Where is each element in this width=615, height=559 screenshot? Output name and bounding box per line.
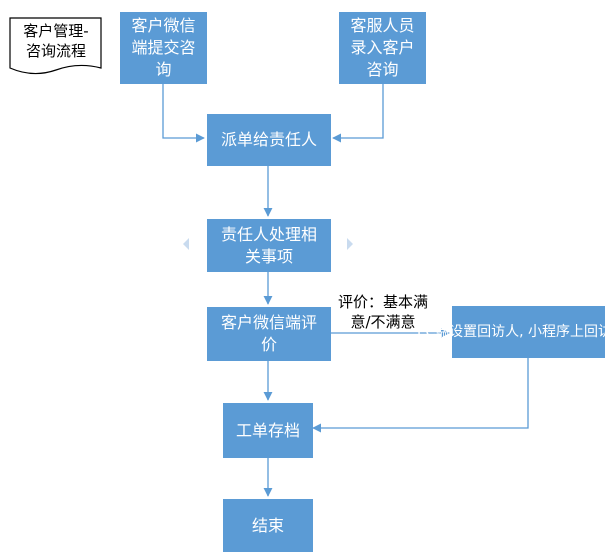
evaluation-edge-label: 评价：基本满 意/不满意 <box>337 293 428 331</box>
document-shape <box>9 17 102 75</box>
right-triangle-marker <box>347 238 353 250</box>
arrow-revisit-to-archive <box>312 358 529 433</box>
node-handle: 责任人处理相 关事项 <box>207 219 331 272</box>
arrow-wechat-to-dispatch <box>162 84 205 143</box>
node-service-entry: 客服人员 录入客户 咨询 <box>339 12 426 84</box>
node-wechat-submit: 客户微信 端提交咨 询 <box>120 12 207 84</box>
document-label: 客户管理- 咨询流程 <box>23 22 89 60</box>
node-revisit: PC端设置回访人, 小程序上回访登记 <box>417 306 615 358</box>
node-archive: 工单存档 <box>223 403 313 458</box>
arrow-service-to-dispatch <box>332 84 384 143</box>
left-triangle-marker <box>183 238 189 250</box>
node-end: 结束 <box>223 499 313 552</box>
node-evaluate: 客户微信端评 价 <box>207 307 331 361</box>
node-dispatch: 派单给责任人 <box>207 114 331 166</box>
